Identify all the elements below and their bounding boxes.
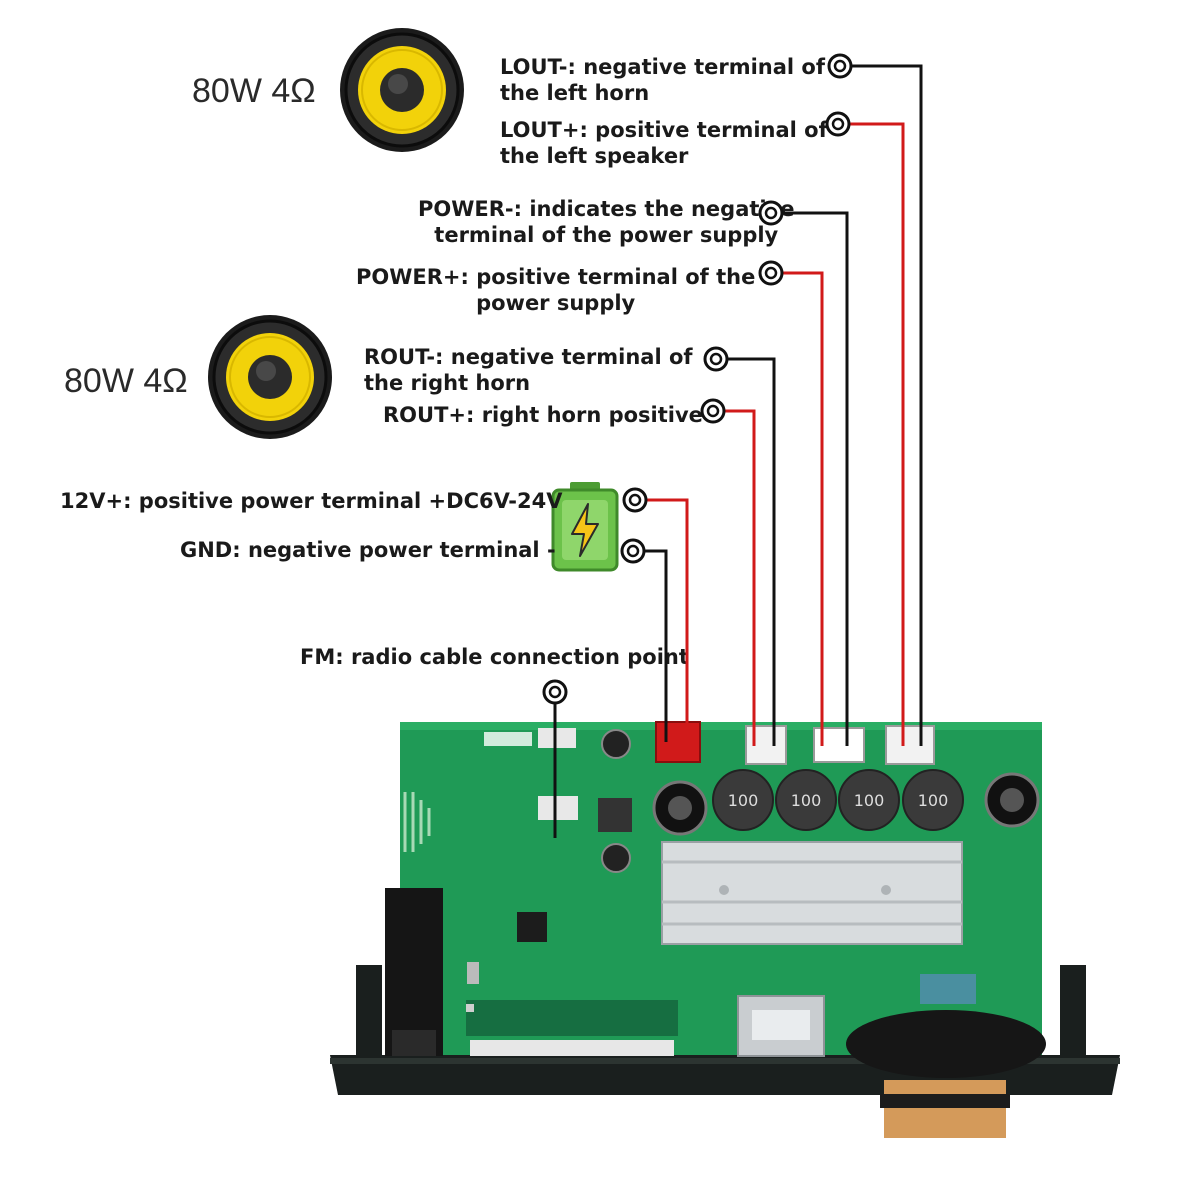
circuit-board: 100 100 100 100 [330, 722, 1120, 1138]
inductor: 100 [712, 769, 774, 831]
inductor: 100 [775, 769, 837, 831]
label-rout-plus: ROUT+: right horn positive [383, 403, 703, 427]
terminal-markers [542, 53, 853, 705]
terminal-fm-marker [542, 679, 568, 705]
terminal-lout-plus-marker [825, 111, 851, 137]
terminal-12v-plus-marker [622, 487, 648, 513]
speaker-icon [340, 28, 464, 152]
wire-12v-plus [645, 498, 689, 742]
wire-lout-plus [846, 122, 905, 746]
terminal-gnd-marker [620, 538, 646, 564]
wire-power-plus [780, 271, 824, 746]
right-speaker-connector [745, 725, 787, 765]
terminal-rout-minus-marker [703, 346, 729, 372]
label-12v-plus: 12V+: positive power terminal +DC6V-24V [60, 489, 563, 513]
svg-text:100: 100 [918, 791, 949, 810]
terminal-power-plus-marker [758, 260, 784, 286]
battery-icon [551, 482, 619, 572]
svg-text:100: 100 [854, 791, 885, 810]
inductor: 100 [838, 769, 900, 831]
svg-text:100: 100 [728, 791, 759, 810]
power-connector [655, 721, 701, 763]
speaker-rating-right: 80W 4Ω [64, 362, 188, 400]
svg-text:100: 100 [791, 791, 822, 810]
label-fm: FM: radio cable connection point [300, 645, 689, 669]
wire-gnd [643, 549, 668, 742]
wire-power-minus [780, 211, 849, 746]
label-gnd: GND: negative power terminal - [180, 538, 556, 562]
speaker-icon [208, 315, 332, 439]
wire-rout-plus [723, 409, 756, 746]
left-speaker-connector [885, 725, 935, 765]
inductor: 100 [902, 769, 964, 831]
terminal-power-minus-marker [758, 200, 784, 226]
wire-rout-minus [725, 357, 776, 746]
terminal-lout-minus-marker [827, 53, 853, 79]
terminal-rout-plus-marker [700, 398, 726, 424]
speaker-rating-left: 80W 4Ω [192, 72, 316, 110]
wire-lout-minus [849, 64, 923, 746]
